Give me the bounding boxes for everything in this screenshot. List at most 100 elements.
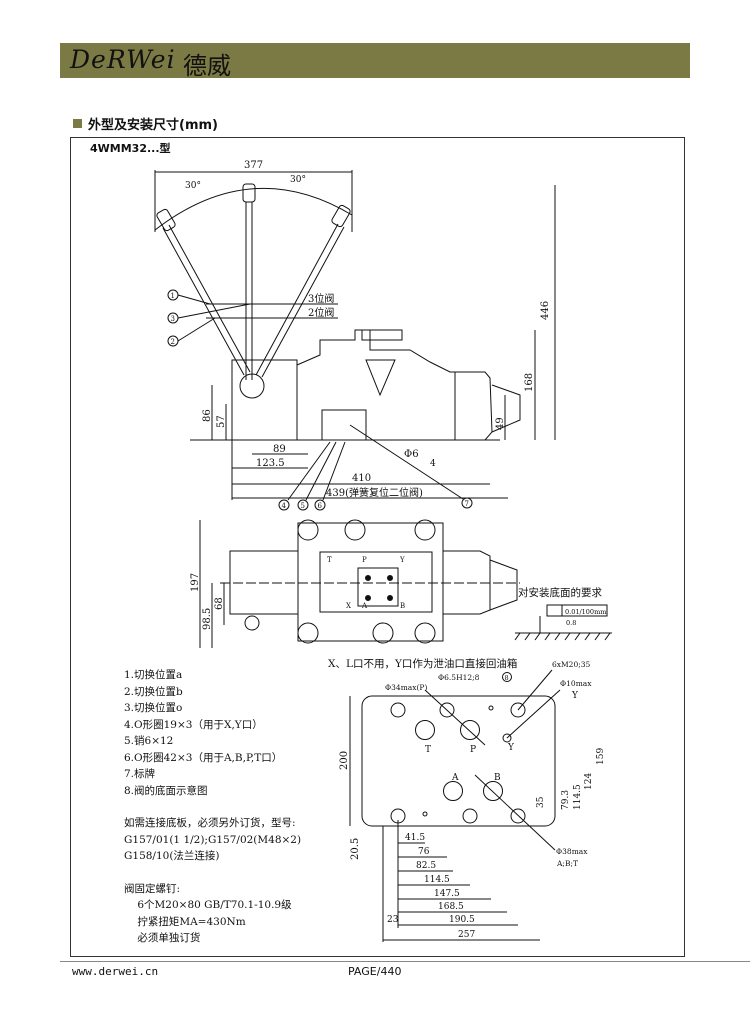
screw-order: 必须单独订货 — [124, 932, 201, 944]
side-view: 377 30° 30° 3位阀 2位阀 1 3 2 446 168 49 86 … — [154, 160, 556, 511]
dim-168-5: 168.5 — [438, 902, 464, 912]
brand-logo-cn: 德威 — [183, 52, 231, 80]
angle-right: 30° — [290, 175, 306, 185]
dim-76: 76 — [418, 847, 430, 857]
dim-phi6-5: Φ6.5H12;8 — [438, 673, 480, 682]
dim-4: 4 — [430, 459, 436, 469]
dim-89: 89 — [273, 444, 286, 455]
port-Y: Y — [399, 556, 405, 564]
base-note: X、L口不用，Y口作为泄油口直接回油箱 — [328, 657, 517, 670]
order-flange: G158/10(法兰连接) — [124, 850, 220, 862]
dim-phi38-ports: A;B;T — [556, 859, 578, 868]
dim-124: 124 — [584, 773, 594, 790]
swing-arc — [154, 187, 353, 231]
note-item: 5.销6×12 — [124, 735, 174, 747]
model-label: 4WMM32...型 — [90, 142, 171, 155]
dim-bolts: 6xM20;35 — [552, 660, 591, 669]
flatness-symbol-box — [546, 604, 608, 617]
footer-url[interactable]: www.derwei.cn — [72, 965, 159, 978]
dim-phi10: Φ10max — [560, 679, 592, 688]
base-outline — [361, 695, 556, 827]
dim-phi38: Φ38max — [556, 847, 588, 856]
dim-147-5: 147.5 — [434, 889, 460, 899]
order-note: 如需连接底板，必须另外订货，型号: — [124, 817, 296, 829]
port-X: X — [346, 602, 351, 610]
base-port-Y: Y — [507, 743, 515, 753]
base-port-B: B — [494, 773, 501, 783]
note-item: 8.阀的底面示意图 — [124, 784, 208, 797]
bullet-square-icon — [73, 119, 82, 128]
base-port-P: P — [470, 745, 476, 755]
port-T: T — [327, 556, 332, 564]
callout-2: 2 — [171, 338, 175, 346]
dim-98-5: 98.5 — [202, 608, 213, 630]
dim-41-5: 41.5 — [405, 833, 425, 843]
dim-123-5: 123.5 — [256, 458, 285, 469]
header-bar — [60, 43, 690, 78]
callout-3: 3 — [171, 315, 175, 323]
port-P: P — [362, 556, 367, 564]
base-view: X、L口不用，Y口作为泄油口直接回油箱 T P Y A B Φ34max(P) … — [328, 657, 606, 942]
notes-block: 1.切换位置a 2.切换位置b 3.切换位置o 4.O形圈19×3（用于X,Y口… — [124, 667, 301, 947]
dim-377: 377 — [244, 160, 263, 171]
dim-35: 35 — [536, 796, 546, 808]
section-title-text: 外型及安装尺寸(mm) — [88, 118, 218, 133]
dim-phi6: Φ6 — [404, 449, 419, 460]
dim-159: 159 — [596, 748, 606, 765]
dim-23: 23 — [387, 915, 399, 925]
brand-logo: DeRWei — [70, 45, 176, 74]
dim-168: 168 — [524, 373, 535, 392]
dim-49: 49 — [495, 417, 506, 430]
screw-spec: 6个M20×80 GB/T70.1-10.9级 — [124, 899, 292, 911]
section-title: 外型及安装尺寸(mm) — [73, 114, 218, 133]
roughness-value: 0.8 — [566, 619, 576, 627]
label-3-position: 3位阀 — [308, 292, 334, 305]
note-item: 4.O形圈19×3（用于X,Y口） — [124, 718, 263, 731]
dim-439: 439(弹簧复位二位阀) — [326, 486, 423, 499]
note-item: 2.切换位置b — [124, 685, 183, 698]
dim-197: 197 — [190, 573, 201, 592]
dim-114-5-h: 114.5 — [424, 875, 450, 885]
label-Y: Y — [571, 691, 579, 701]
dim-257: 257 — [458, 930, 475, 940]
top-view: T P Y X A B 197 98.5 68 对安装底面的要求 0.01/10… — [190, 519, 612, 648]
dim-410: 410 — [352, 473, 371, 484]
dim-68: 68 — [214, 597, 225, 610]
label-2-position: 2位阀 — [308, 306, 334, 319]
dim-20-5: 20.5 — [350, 838, 361, 860]
page-number: PAGE/440 — [348, 965, 402, 978]
dim-82-5: 82.5 — [416, 861, 436, 871]
callout-4: 4 — [282, 502, 287, 510]
callout-1: 1 — [171, 292, 175, 300]
dim-phi34: Φ34max(P) — [385, 683, 427, 692]
base-port-A: A — [451, 773, 459, 783]
port-B: B — [400, 602, 405, 610]
callout-7: 7 — [465, 500, 469, 508]
dim-190-5: 190.5 — [449, 915, 475, 925]
dim-446: 446 — [540, 301, 551, 320]
note-item: 7.标牌 — [124, 768, 156, 780]
base-port-T: T — [425, 745, 431, 755]
lever-knob — [242, 183, 256, 203]
screw-title: 阀固定螺钉: — [124, 882, 181, 895]
note-item: 1.切换位置a — [124, 669, 183, 681]
screw-torque: 拧紧扭矩MA=430Nm — [124, 915, 246, 928]
dim-57: 57 — [216, 415, 227, 428]
port-A: A — [361, 602, 368, 610]
note-item: 3.切换位置o — [124, 702, 183, 714]
note-item: 6.O形圈42×3（用于A,B,P,T口） — [124, 751, 283, 764]
callout-5: 5 — [301, 502, 305, 510]
order-models: G157/01(1 1/2);G157/02(M48×2) — [124, 833, 302, 846]
dim-79-3: 79.3 — [561, 790, 571, 810]
dim-86: 86 — [202, 409, 213, 422]
mount-requirement-title: 对安装底面的要求 — [518, 586, 602, 599]
angle-left: 30° — [185, 181, 201, 191]
footer-divider — [60, 961, 750, 962]
valve-body — [296, 329, 456, 441]
callout-6: 6 — [318, 502, 323, 510]
dim-200: 200 — [339, 751, 350, 770]
dim-114-5: 114.5 — [573, 784, 583, 810]
callout-8: 8 — [505, 674, 509, 682]
drawing-frame — [70, 137, 685, 957]
